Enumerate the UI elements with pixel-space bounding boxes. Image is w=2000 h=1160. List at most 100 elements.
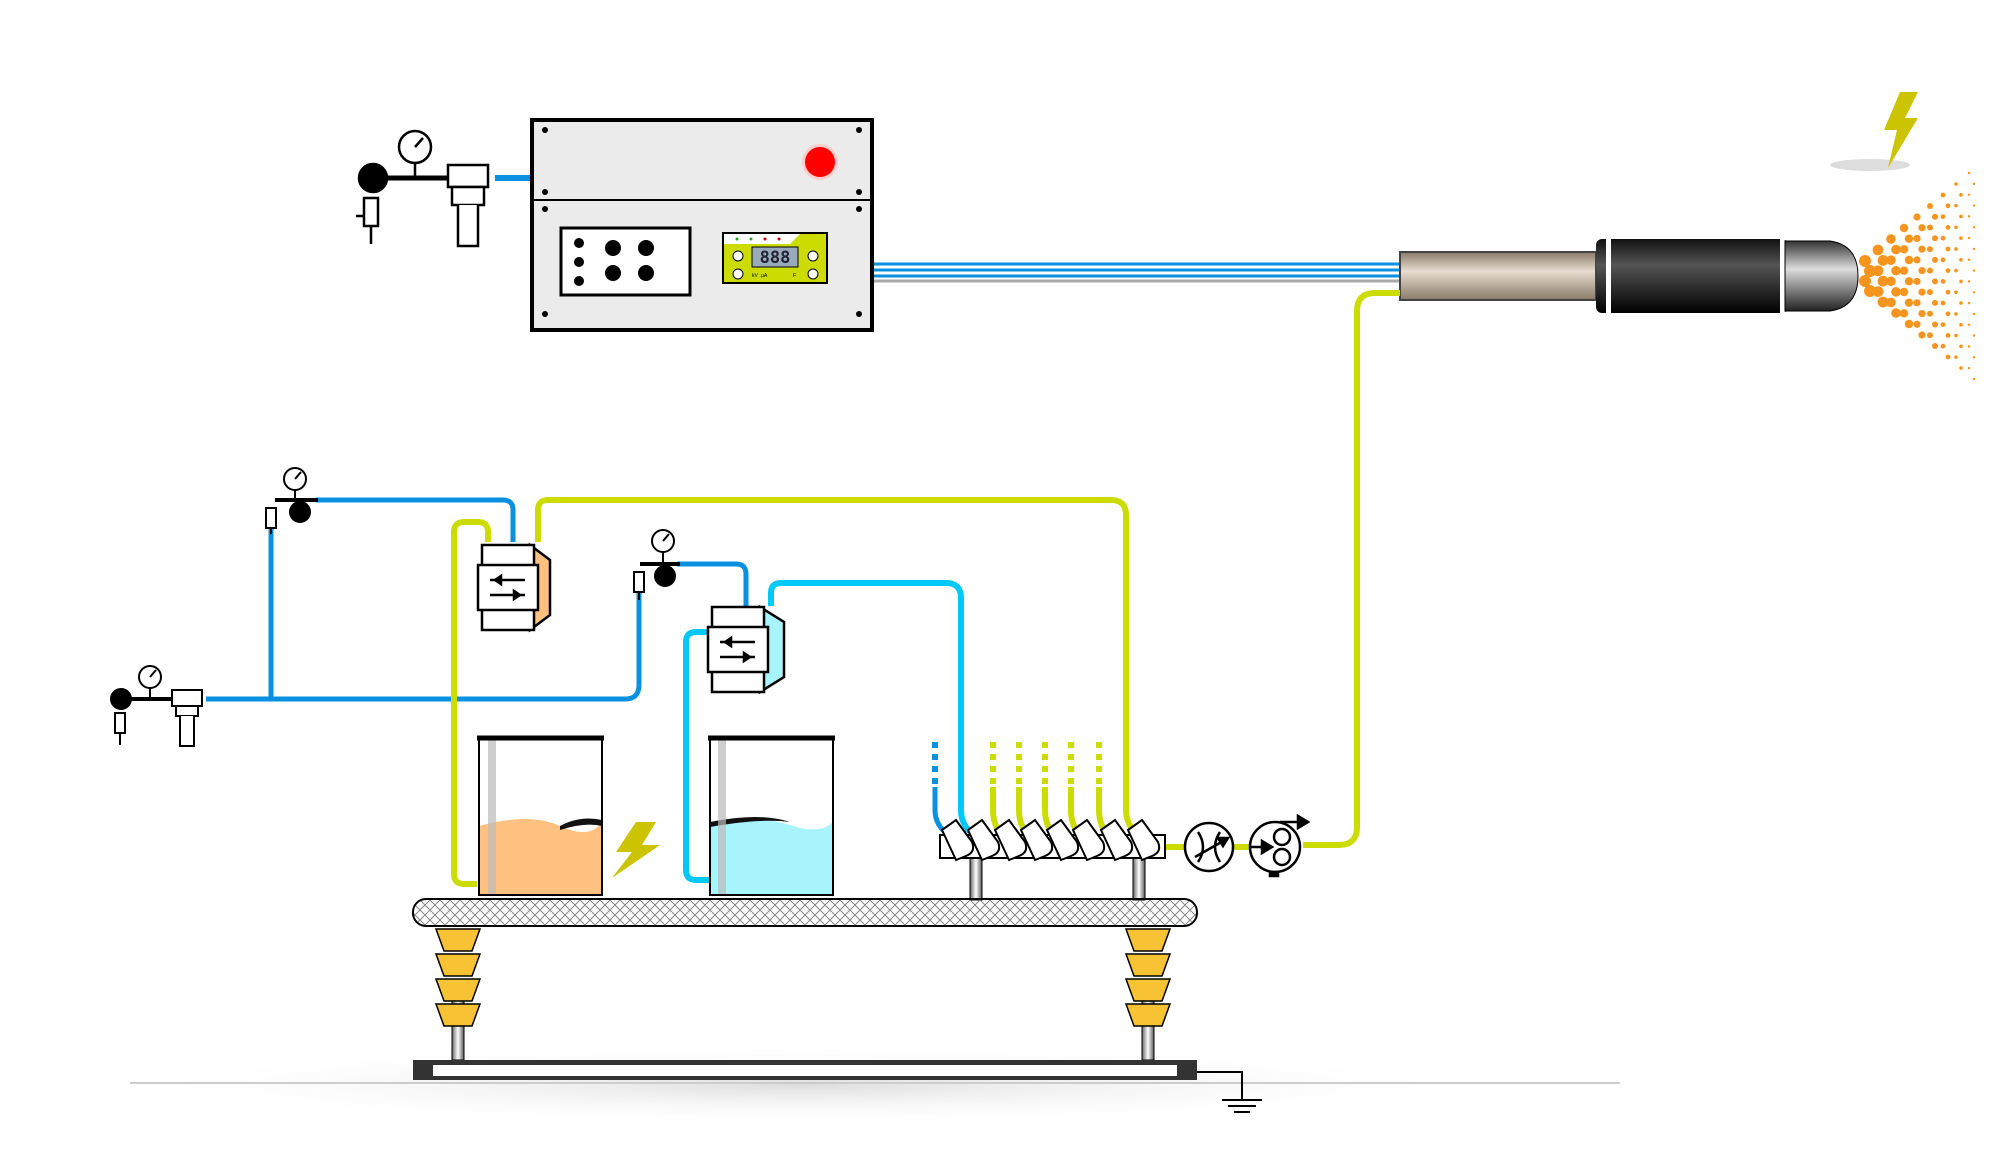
spray-particle — [1972, 356, 1976, 359]
spray-particle — [1927, 203, 1933, 209]
cyan-fluid-tank — [708, 735, 835, 896]
spray-particle — [1954, 203, 1958, 208]
diaphragm-pump-icon — [706, 604, 786, 695]
spray-particle — [1972, 182, 1976, 186]
spray-particle — [1927, 289, 1933, 296]
hose-nozzle — [940, 818, 975, 862]
spray-particle — [1954, 182, 1958, 186]
lightning-icon — [612, 822, 660, 878]
vibration-table — [412, 898, 1198, 1080]
spray-particle — [1954, 247, 1958, 251]
hose-manifold — [939, 818, 1166, 901]
pressure-regulator-icon — [633, 529, 680, 600]
spray-particle — [1959, 279, 1963, 284]
spray-particle — [1959, 366, 1963, 370]
vibration-damper-foot — [434, 1003, 482, 1027]
spray-particle — [1972, 334, 1976, 337]
diaphragm-pump-icon — [476, 542, 552, 633]
floor-shadow — [100, 1045, 1500, 1125]
hose-nozzle — [1126, 818, 1161, 862]
spray-particle — [1886, 297, 1896, 308]
spray-particle — [1913, 256, 1921, 264]
connector-panel — [559, 226, 692, 297]
spray-particle — [1872, 244, 1884, 256]
spray-particle — [1927, 310, 1933, 317]
spray-particle — [1872, 265, 1884, 277]
spray-particle — [1932, 343, 1938, 349]
spray-particle — [1940, 343, 1946, 349]
spray-particle — [1872, 286, 1884, 297]
pressure-regulator-icon — [265, 467, 318, 534]
spray-particle — [1954, 312, 1958, 316]
spray-particle — [1918, 309, 1926, 318]
spray-particle — [1904, 277, 1914, 286]
spray-particle — [1904, 255, 1914, 265]
control-display-panel: 888 kV µA F — [722, 232, 828, 284]
spray-particle — [1918, 224, 1926, 232]
spray-particle — [1932, 235, 1938, 242]
spray-particle — [1967, 258, 1971, 261]
spray-particle — [1891, 287, 1901, 297]
spray-particle — [1967, 215, 1971, 218]
vibration-damper-foot — [1124, 928, 1172, 952]
spray-particle — [1932, 256, 1938, 263]
powder-spray — [1859, 171, 1976, 381]
display-readout: 888 — [760, 248, 791, 268]
spray-particle — [1877, 296, 1889, 308]
spray-particle — [1913, 277, 1921, 285]
spray-particle — [1904, 234, 1914, 243]
spray-particle — [1918, 331, 1926, 339]
plus-button[interactable] — [807, 250, 819, 262]
spray-particle — [1972, 204, 1976, 207]
vibration-damper-foot — [434, 978, 482, 1002]
spray-particle — [1927, 267, 1933, 274]
spray-particle — [1940, 257, 1946, 263]
spray-particle — [1899, 266, 1909, 275]
spray-particle — [1967, 280, 1971, 283]
spray-particle — [1927, 224, 1933, 231]
pressure-regulator-icon — [356, 129, 450, 244]
spray-particle — [1864, 285, 1876, 297]
spray-particle — [1859, 275, 1871, 287]
spray-particle — [1904, 298, 1914, 307]
spray-particle — [1972, 247, 1976, 251]
spray-particle — [1932, 278, 1938, 285]
spray-particle — [1945, 354, 1951, 360]
spray-particle — [1972, 226, 1976, 229]
vibration-damper-foot — [434, 928, 482, 952]
spray-particle — [1972, 269, 1976, 272]
spray-particle — [1899, 245, 1909, 254]
spray-particle — [1859, 255, 1871, 267]
spray-particle — [1959, 257, 1963, 262]
spray-particle — [1959, 214, 1963, 219]
power-button[interactable] — [807, 268, 819, 280]
spray-particle — [1940, 192, 1946, 198]
hose-nozzle — [1019, 818, 1054, 862]
minus-button[interactable] — [732, 250, 744, 262]
spray-particle — [1959, 344, 1963, 349]
mode-button[interactable] — [732, 268, 744, 280]
label-kv: kV — [752, 273, 759, 279]
pressure-regulator-icon — [110, 665, 203, 747]
hose-nozzle — [1099, 818, 1134, 862]
spray-particle — [1972, 377, 1976, 381]
gear-pump-icon — [1248, 813, 1311, 878]
spray-particle — [1899, 309, 1909, 318]
spray-particle — [1904, 319, 1914, 329]
vibration-damper-foot — [1124, 978, 1172, 1002]
spray-particle — [1967, 171, 1971, 175]
spray-particle — [1886, 276, 1896, 287]
spray-particle — [1945, 268, 1951, 273]
filter-icon — [446, 163, 490, 248]
spray-particle — [1959, 236, 1963, 240]
hose-nozzle — [966, 818, 1001, 862]
spray-particle — [1959, 193, 1963, 197]
spray-particle — [1940, 300, 1946, 306]
spray-particle — [1972, 312, 1976, 316]
spray-particle — [1967, 236, 1971, 240]
hose-nozzle — [1071, 818, 1106, 862]
spray-particle — [1913, 299, 1921, 307]
spray-particle — [1954, 333, 1958, 338]
vibration-damper-foot — [1124, 1003, 1172, 1027]
spray-particle — [1932, 321, 1938, 328]
